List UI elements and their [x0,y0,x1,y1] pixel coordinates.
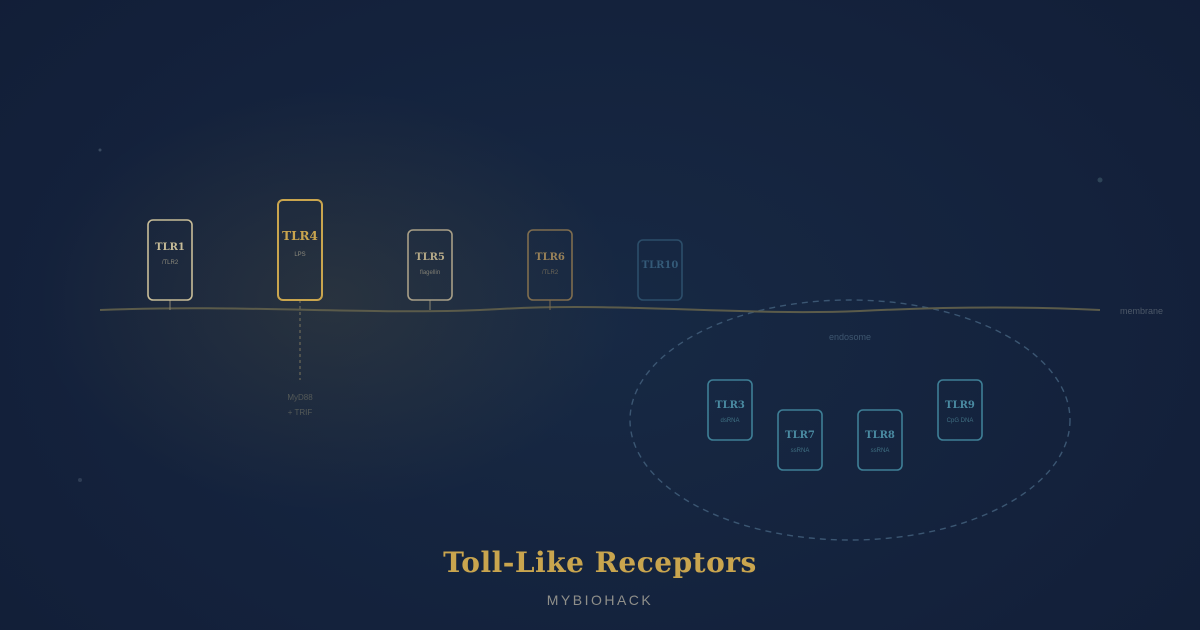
brand-name: MYBIOHACK [546,592,654,608]
tlr9-ligand: CpG DNA [947,418,974,424]
cell-membrane [99,306,1101,314]
tlr8-name: TLR8 [865,430,895,441]
tlr5-name: TLR5 [415,252,445,263]
receptor-tlr7: TLR7 ssRNA [777,409,823,471]
signal-label-line1: MyD88 [287,393,313,402]
tlr8-ligand: ssRNA [871,448,890,454]
tlr6-name: TLR6 [535,252,565,263]
receptor-tlr10: TLR10 [637,239,683,301]
membrane-label: membrane [1120,306,1163,316]
decor-dot [1097,177,1103,183]
receptor-tlr5: TLR5 flagellin [407,229,453,301]
receptor-tlr4: TLR4 LPS [277,199,323,301]
receptor-tlr6: TLR6 /TLR2 [527,229,573,301]
receptor-tlr1: TLR1 /TLR2 [147,219,193,301]
tlr1-name: TLR1 [155,242,185,253]
tlr10-name: TLR10 [642,260,679,271]
tlr4-name: TLR4 [282,229,318,243]
decor-dot [78,478,82,482]
receptor-tlr9: TLR9 CpG DNA [937,379,983,441]
tlr4-ligand: LPS [294,252,305,258]
decor-dot [98,148,102,152]
endosome-label: endosome [829,332,871,342]
tlr9-name: TLR9 [945,400,975,411]
page-title: Toll-Like Receptors [443,546,757,579]
receptor-tlr3: TLR3 dsRNA [707,379,753,441]
tlr7-name: TLR7 [785,430,815,441]
tlr7-ligand: ssRNA [791,448,810,454]
tlr3-ligand: dsRNA [720,418,739,424]
tlr6-ligand: /TLR2 [542,270,559,276]
tlr3-name: TLR3 [715,400,745,411]
receptor-tlr8: TLR8 ssRNA [857,409,903,471]
tlr5-ligand: flagellin [420,270,440,276]
endosome-outline [629,299,1071,541]
signal-label-line2: + TRIF [288,408,313,417]
tlr1-ligand: /TLR2 [162,260,179,266]
